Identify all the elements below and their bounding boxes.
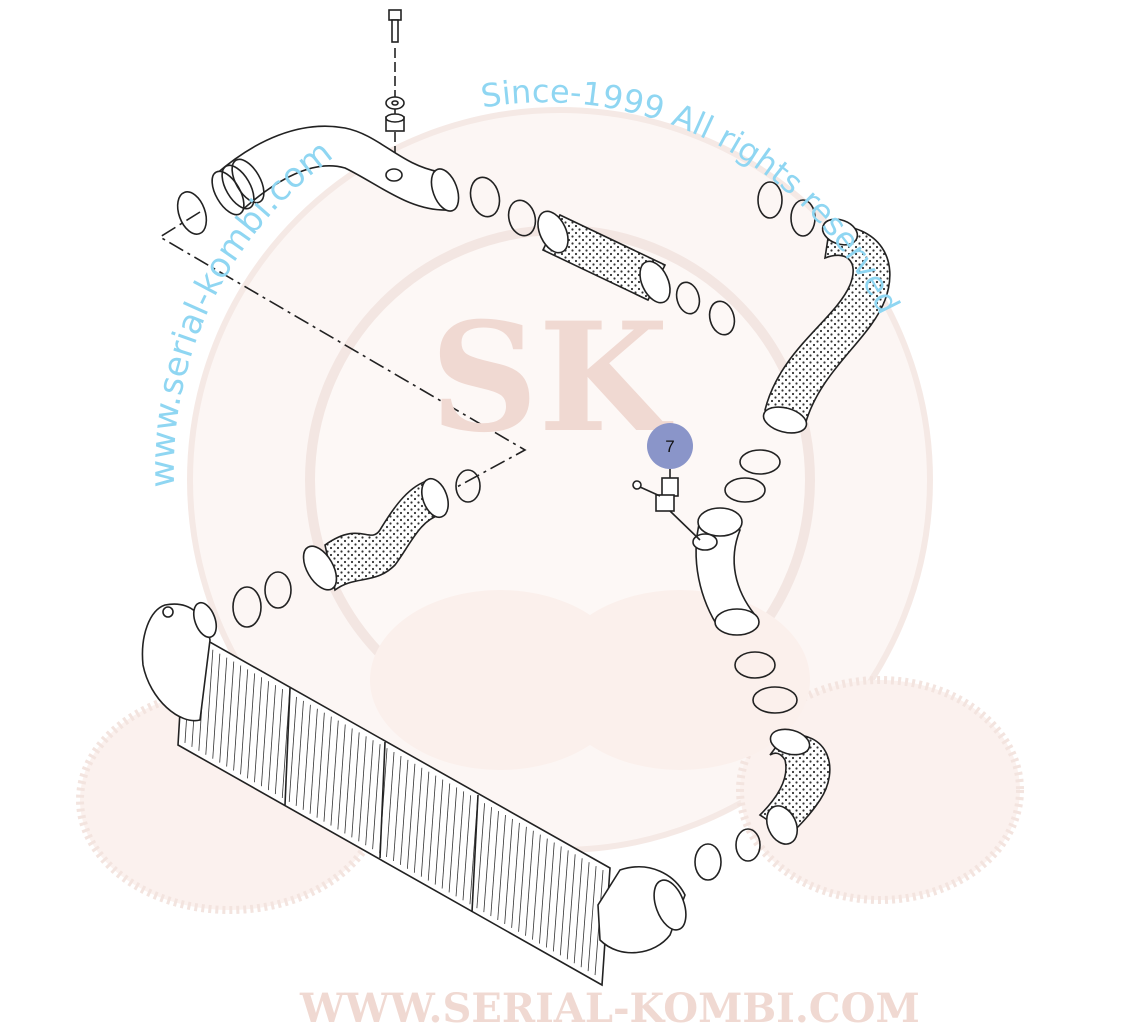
- intercooler-fin: [490, 811, 499, 917]
- throttle-pipe: [692, 507, 760, 636]
- intercooler-fin: [483, 807, 492, 913]
- intercooler-fin: [539, 838, 548, 944]
- intercooler-fin: [247, 673, 256, 779]
- callout-label: 7: [665, 437, 674, 456]
- intercooler-fin: [434, 779, 444, 885]
- intercooler-fin: [400, 759, 409, 865]
- intercooler-fin: [254, 677, 263, 783]
- intercooler-fin: [518, 826, 527, 932]
- intercooler-fin: [240, 669, 249, 775]
- intercooler-fin: [532, 834, 541, 940]
- intercooler-fin: [233, 665, 242, 771]
- intercooler-fin: [566, 854, 576, 960]
- upper-left-hose: [211, 125, 460, 216]
- watermark-logo-letters: SK: [430, 290, 673, 466]
- intercooler-fin: [344, 728, 353, 834]
- routing-dashed-line: [158, 211, 527, 489]
- intercooler-fin: [497, 814, 506, 921]
- intercooler-fin: [511, 822, 520, 928]
- intercooler-fin: [267, 685, 276, 791]
- intercooler-fin: [205, 649, 214, 755]
- intercooler-fin: [288, 696, 297, 802]
- intercooler-fin: [337, 724, 346, 830]
- intercooler-fin: [330, 720, 339, 826]
- intercooler-fin: [393, 755, 402, 861]
- intercooler: [141, 601, 687, 987]
- boost-pressure-sensor: [632, 477, 701, 541]
- intercooler-fin: [448, 787, 458, 893]
- intercooler-fin: [413, 767, 423, 873]
- lower-left-hose: [302, 477, 449, 592]
- intercooler-fin: [226, 661, 235, 767]
- intercooler-fin: [580, 862, 590, 968]
- watermark-emblem: [76, 107, 1024, 914]
- intercooler-fin: [351, 732, 360, 838]
- intercooler-fin: [504, 818, 513, 924]
- intercooler-fin: [212, 653, 221, 759]
- upper-right-hose: [762, 218, 891, 434]
- intercooler-fin: [365, 740, 374, 846]
- intercooler-fin: [573, 858, 583, 964]
- intercooler-fin: [302, 704, 311, 810]
- lower-right-hose: [758, 728, 831, 845]
- bolt-assembly: [385, 9, 405, 175]
- intercooler-fin: [455, 791, 465, 897]
- intercooler-fin: [427, 775, 437, 881]
- intercooler-fin: [309, 708, 318, 814]
- intercooler-fin: [420, 771, 430, 877]
- intercooler-fin: [274, 689, 283, 795]
- intercooler-fin: [295, 700, 304, 806]
- intercooler-fin: [441, 783, 451, 889]
- callout-badge[interactable]: [647, 423, 693, 469]
- intercooler-fin: [552, 846, 562, 952]
- watermark-url-large: WWW.SERIAL-KOMBI.COM: [299, 985, 920, 1032]
- intercooler-fin: [525, 830, 534, 936]
- callout-7[interactable]: 7: [647, 423, 693, 478]
- intercooler-fin: [386, 752, 395, 858]
- intercooler-fin: [372, 744, 381, 850]
- intercooler-fin: [559, 850, 569, 956]
- upper-middle-hose: [537, 210, 671, 304]
- intercooler-fin: [476, 803, 485, 909]
- intercooler-fin: [316, 712, 325, 818]
- intercooler-fin: [462, 795, 472, 901]
- clamps-and-rings: [176, 176, 816, 881]
- intercooler-fin: [261, 681, 270, 787]
- intercooler-fin: [587, 866, 597, 972]
- intercooler-fin: [219, 657, 228, 763]
- intercooler-fin: [406, 763, 416, 869]
- intercooler-fin: [545, 842, 555, 948]
- intercooler-fin: [323, 716, 332, 822]
- intercooler-fin: [358, 736, 367, 842]
